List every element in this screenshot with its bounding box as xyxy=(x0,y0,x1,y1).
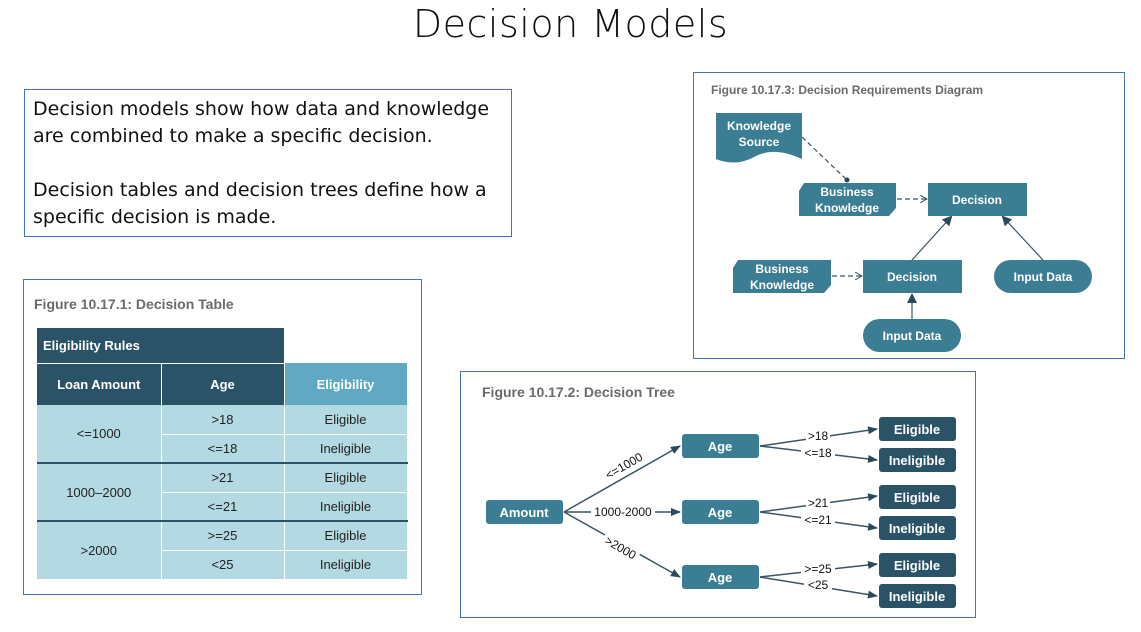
business-knowledge-label: Knowledge xyxy=(815,201,879,215)
amount-cell: >2000 xyxy=(37,521,162,580)
edge-label: <=21 xyxy=(804,513,832,527)
table-row: <25 Ineligible xyxy=(37,550,408,580)
column-header-loan-amount: Loan Amount xyxy=(37,363,162,405)
dashed-connector xyxy=(801,136,848,181)
tree-leaf-label: Eligible xyxy=(894,422,940,437)
decision-tree-svg: <=1000 1000-2000 >2000 >18 <=18 >21 <=21… xyxy=(486,417,956,608)
intro-paragraph-2: Decision tables and decision trees defin… xyxy=(33,179,487,228)
age-cell: >=25 xyxy=(161,521,285,551)
column-header-eligibility: Eligibility xyxy=(284,363,408,405)
connector-dot xyxy=(844,177,850,183)
tree-node-age xyxy=(682,434,759,458)
input-data-node xyxy=(994,260,1092,293)
input-data-label: Input Data xyxy=(1014,270,1073,284)
tree-edge xyxy=(563,445,681,513)
input-data-node xyxy=(863,319,961,352)
tree-node-age xyxy=(682,500,759,524)
business-knowledge-label: Business xyxy=(755,262,809,276)
column-header-age: Age xyxy=(161,363,285,405)
figure-caption: Figure 10.17.1: Decision Table xyxy=(34,296,234,312)
intro-textbox: Decision models show how data and knowle… xyxy=(24,89,512,237)
decision-tree-figure: Figure 10.17.2: Decision Tree <=1000 100… xyxy=(460,371,976,618)
business-knowledge-shape xyxy=(799,183,896,216)
intro-paragraph-1: Decision models show how data and knowle… xyxy=(33,98,490,147)
tree-leaf-label: Ineligible xyxy=(889,589,945,604)
solid-connector xyxy=(911,215,953,261)
table-row: <=21 Ineligible xyxy=(37,492,408,522)
eligibility-cell: Ineligible xyxy=(284,550,408,580)
table-row: >2000 >=25 Eligible xyxy=(37,521,408,580)
tree-leaf-label: Ineligible xyxy=(889,453,945,468)
decision-node xyxy=(863,260,962,293)
figure-caption: Figure 10.17.2: Decision Tree xyxy=(482,384,675,400)
amount-cell: 1000–2000 xyxy=(37,463,162,522)
drd-svg: Knowledge Source Business Knowledge Deci… xyxy=(716,113,1092,352)
tree-node-label: Age xyxy=(708,439,733,454)
solid-connector xyxy=(1001,215,1044,261)
amount-cell: <=1000 xyxy=(37,405,162,464)
decision-table-figure: Figure 10.17.1: Decision Table Eligibili… xyxy=(23,279,422,595)
tree-leaf-eligible xyxy=(879,485,956,509)
edge-label: >18 xyxy=(808,429,829,443)
age-cell: >21 xyxy=(161,463,285,493)
tree-leaf-label: Ineligible xyxy=(889,521,945,536)
figure-caption: Figure 10.17.3: Decision Requirements Di… xyxy=(711,83,984,97)
decision-node xyxy=(928,183,1027,216)
knowledge-source-shape xyxy=(716,113,802,163)
business-knowledge-label: Knowledge xyxy=(750,278,814,292)
age-cell: <=18 xyxy=(161,434,285,464)
tree-leaf-eligible xyxy=(879,553,956,577)
tree-node-root xyxy=(486,500,563,524)
tree-leaf-ineligible xyxy=(879,448,956,472)
tree-leaf-ineligible xyxy=(879,584,956,608)
edge-label: 1000-2000 xyxy=(594,505,652,519)
input-data-label: Input Data xyxy=(883,329,942,343)
edge-label: >21 xyxy=(808,496,829,510)
tree-leaf-eligible xyxy=(879,417,956,441)
decision-label: Decision xyxy=(952,193,1002,207)
slide-title: Decision Models xyxy=(412,2,729,46)
age-cell: >18 xyxy=(161,405,285,435)
eligibility-cell: Eligible xyxy=(284,405,408,435)
business-knowledge-label: Business xyxy=(820,185,874,199)
age-cell: <=21 xyxy=(161,492,285,522)
tree-leaf-ineligible xyxy=(879,516,956,540)
decision-label: Decision xyxy=(887,270,937,284)
edge-label: >2000 xyxy=(602,533,638,562)
decision-requirements-figure: Figure 10.17.3: Decision Requirements Di… xyxy=(693,72,1125,359)
knowledge-source-label: Knowledge xyxy=(727,119,791,133)
table-row: <=1000 >18 Eligible xyxy=(37,405,408,464)
group-header: Eligibility Rules xyxy=(37,328,284,364)
tree-node-label: Age xyxy=(708,505,733,520)
knowledge-source-label: Source xyxy=(739,135,780,149)
tree-leaf-label: Eligible xyxy=(894,490,940,505)
age-cell: <25 xyxy=(161,550,285,580)
eligibility-cell: Ineligible xyxy=(284,492,408,522)
business-knowledge-shape xyxy=(733,260,831,293)
decision-table: Eligibility Rules Loan Amount Age Eligib… xyxy=(37,328,408,580)
tree-node-label: Amount xyxy=(499,505,549,520)
edge-label: <25 xyxy=(808,578,829,592)
edge-label: <=18 xyxy=(804,446,832,460)
tree-node-label: Age xyxy=(708,570,733,585)
tree-leaf-label: Eligible xyxy=(894,558,940,573)
table-row: 1000–2000 >21 Eligible xyxy=(37,463,408,522)
eligibility-cell: Eligible xyxy=(284,521,408,551)
eligibility-cell: Eligible xyxy=(284,463,408,493)
table-row: <=18 Ineligible xyxy=(37,434,408,464)
tree-node-age xyxy=(682,565,759,589)
eligibility-cell: Ineligible xyxy=(284,434,408,464)
edge-label: >=25 xyxy=(804,562,832,576)
